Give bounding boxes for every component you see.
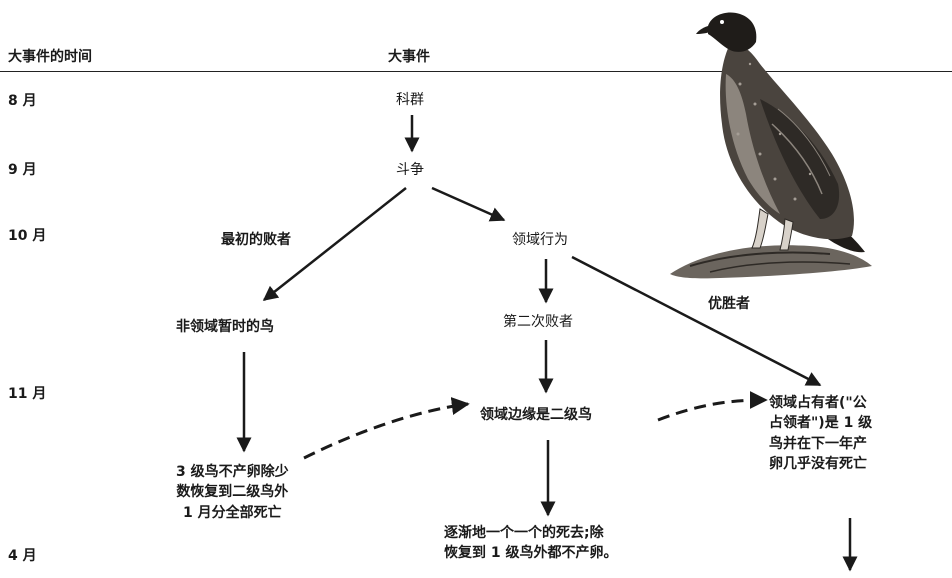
arrow-fight-to-first-losers: [262, 187, 407, 301]
grouse-illustration: [670, 12, 872, 279]
header-rule: [0, 71, 952, 72]
node-second-losers: 第二次败者: [503, 314, 573, 330]
month-label-nov: 11 月: [8, 386, 47, 402]
month-label-aug: 8 月: [8, 93, 37, 109]
node-third-class-birds: 3 级鸟不产卵除少 数恢复到二级鸟外 1 月分全部死亡: [176, 464, 289, 521]
winner-caption: 优胜者: [708, 296, 750, 312]
node-territory-holders: 领域占有者("公 占领者")是 1 级 鸟并在下一年产 卵几乎没有死亡: [769, 395, 873, 472]
dashed-arrow-edge-to-holders: [657, 391, 768, 422]
node-gradual-death: 逐渐地一个一个的死去;除 恢复到 1 级鸟外都不产卵。: [444, 525, 618, 562]
time-column-header: 大事件的时间: [8, 49, 92, 65]
node-edge-second-class: 领域边缘是二级鸟: [480, 407, 592, 423]
month-label-apr: 4 月: [8, 548, 37, 564]
month-label-sep: 9 月: [8, 162, 37, 178]
node-first-losers: 最初的败者: [221, 232, 291, 248]
node-flock: 科群: [396, 92, 424, 108]
arrow-fight-to-territorial: [431, 186, 506, 222]
node-non-territorial-birds: 非领域暂时的鸟: [176, 319, 274, 335]
node-territorial-behavior: 领域行为: [512, 232, 568, 248]
dashed-arrow-class3-to-edge: [303, 397, 470, 460]
arrow-territorial-to-holders: [571, 255, 822, 387]
month-label-oct: 10 月: [8, 228, 47, 244]
node-fight: 斗争: [396, 162, 424, 178]
event-column-header: 大事件: [388, 49, 430, 65]
